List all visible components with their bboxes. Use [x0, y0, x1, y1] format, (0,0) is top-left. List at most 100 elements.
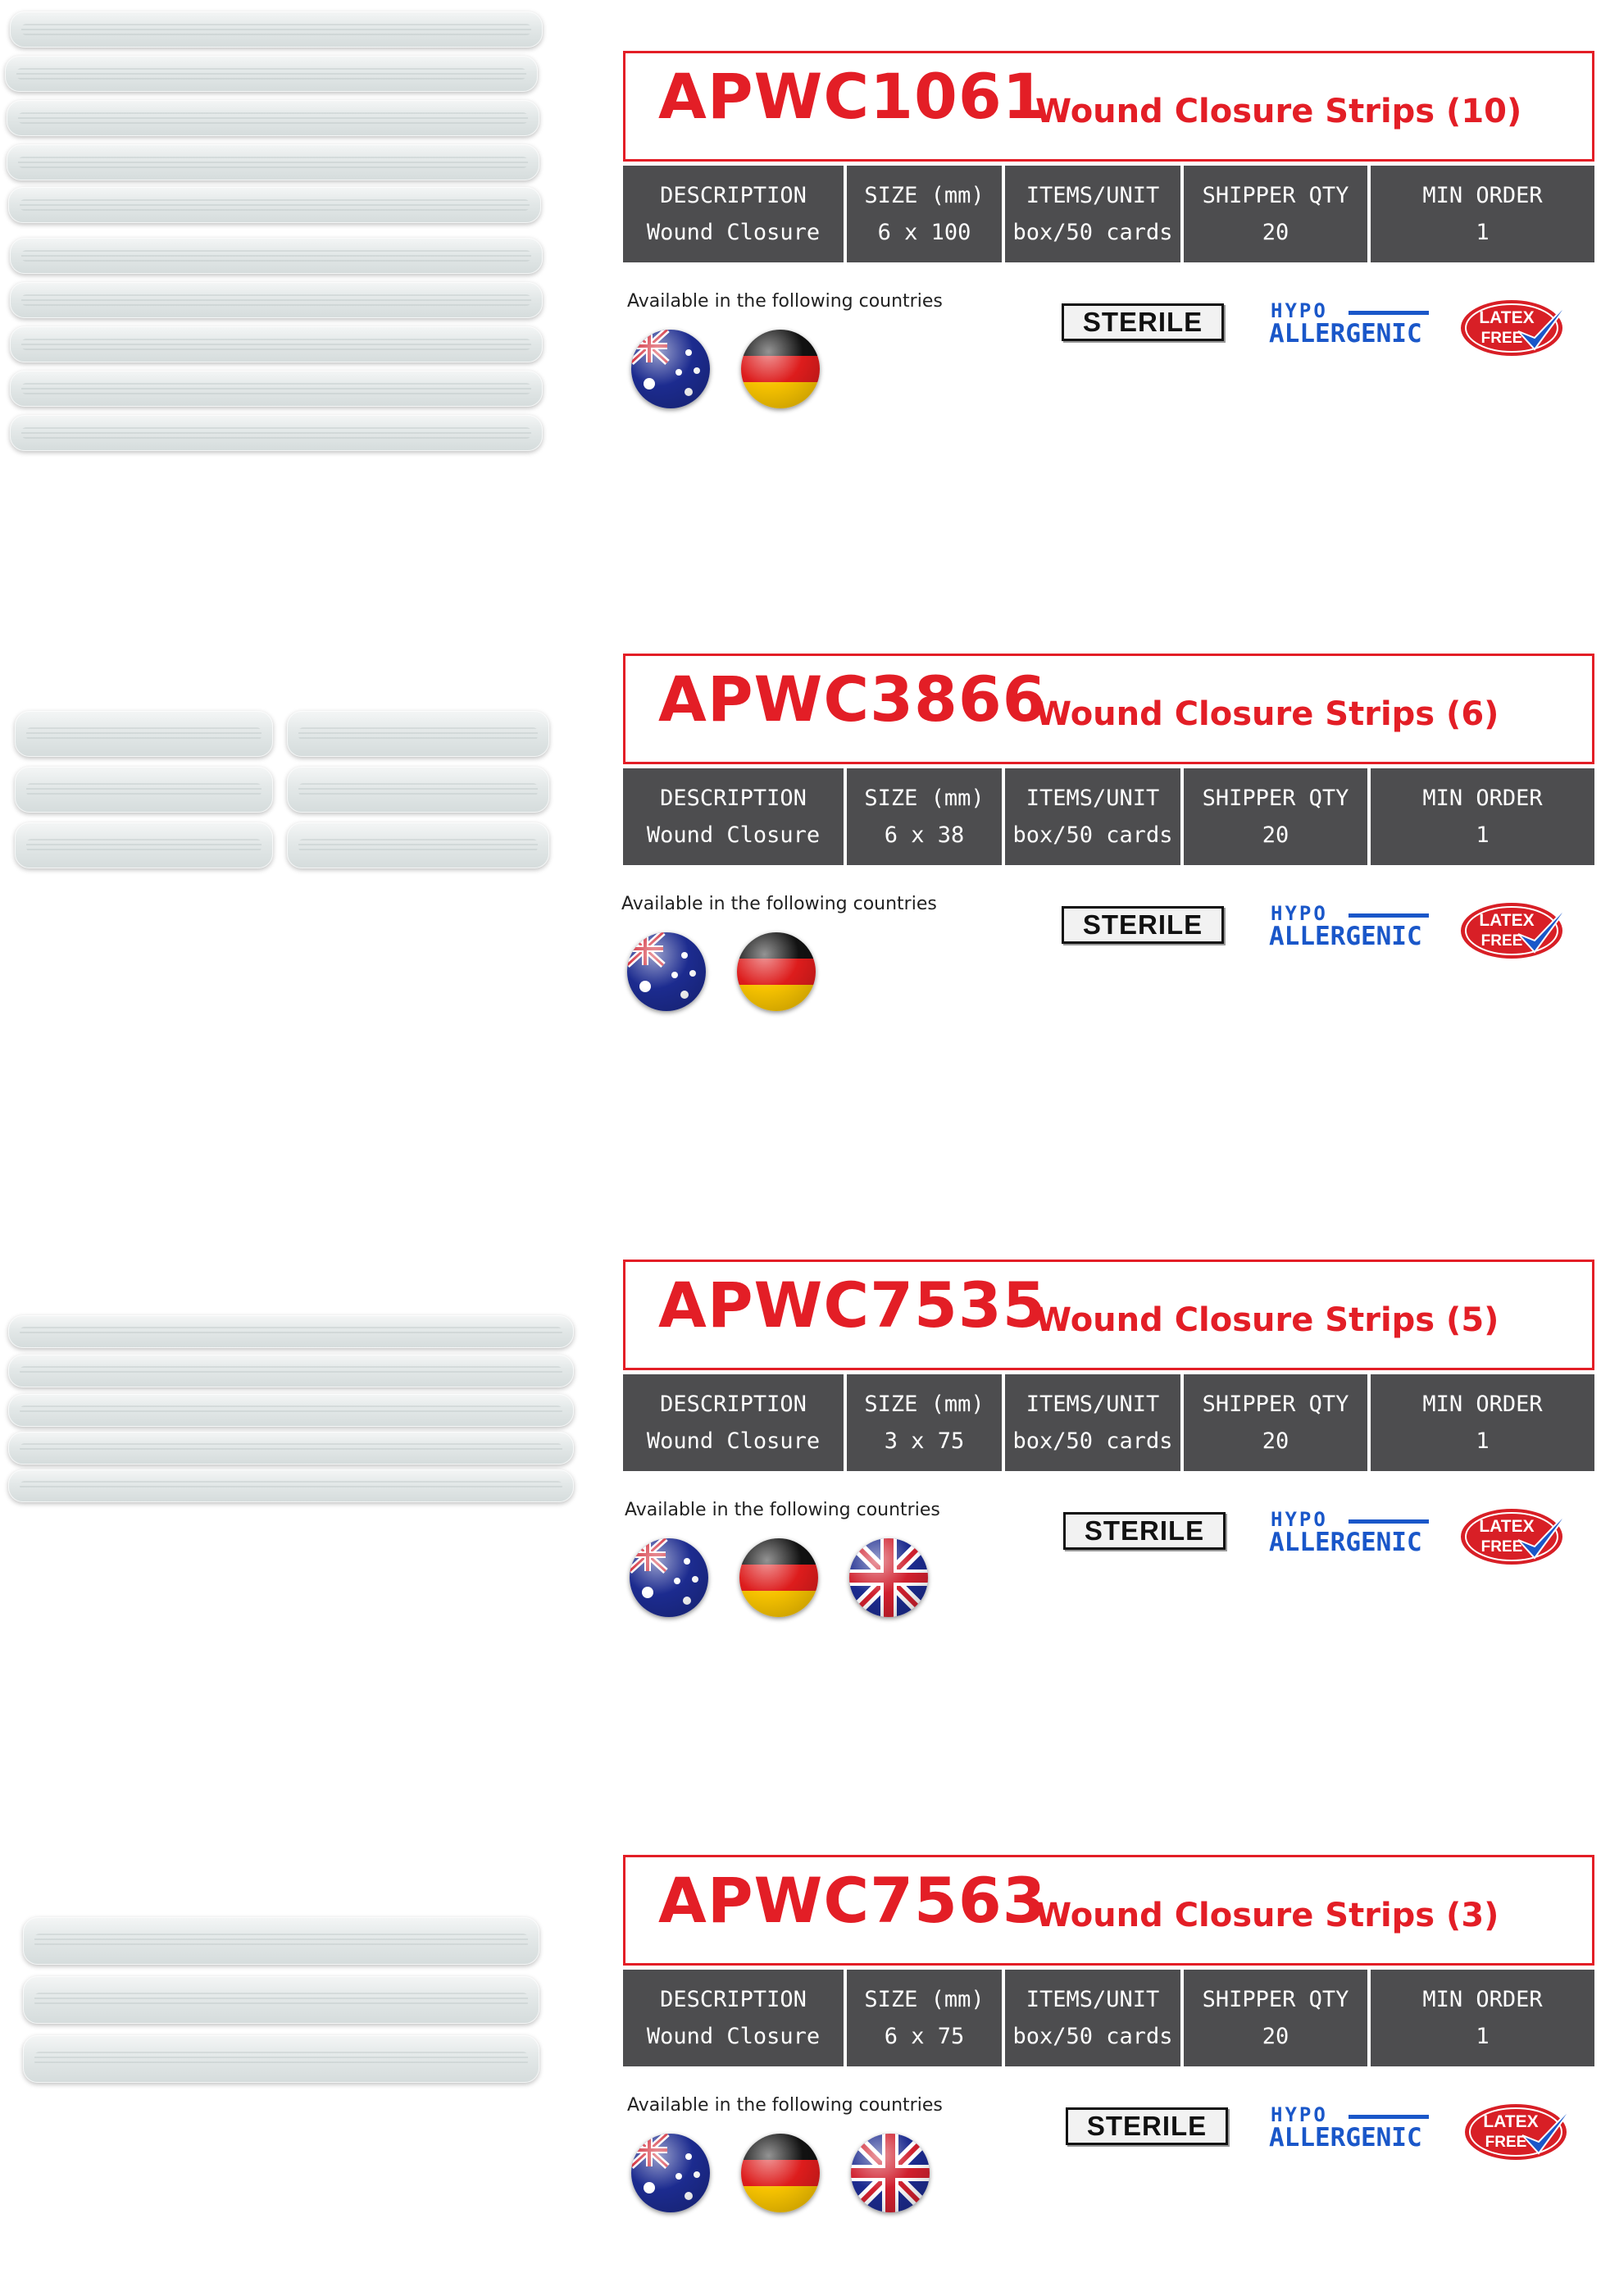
germany-flag-icon	[741, 2134, 820, 2212]
germany-flag-icon	[739, 1538, 818, 1617]
spec-value: 6 x 100	[877, 220, 971, 245]
product-code: APWC3866	[658, 663, 1047, 736]
product-name: Wound Closure Strips (10)	[1035, 93, 1522, 130]
spec-table: DESCRIPTION Wound Closure SIZE (mm) 6 x 10…	[623, 166, 1594, 262]
hypoallergenic-badge: HYPO ALLERGENIC	[1267, 902, 1430, 951]
availability-label: Available in the following countries	[627, 291, 943, 312]
hypoallergenic-badge: HYPO ALLERGENIC	[1267, 2103, 1430, 2152]
spec-value: box/50 cards	[1012, 822, 1173, 848]
product-code: APWC7535	[658, 1269, 1047, 1342]
latex-top-text: LATEX	[1479, 1517, 1534, 1536]
spec-value: 1	[1476, 220, 1490, 245]
spec-column-description: DESCRIPTION Wound Closure	[623, 1970, 847, 2066]
spec-column-description: DESCRIPTION Wound Closure	[623, 166, 847, 262]
spec-value: box/50 cards	[1012, 1428, 1173, 1454]
hypo-top-text: HYPO	[1271, 902, 1328, 925]
product-block: APWC3866 Wound Closure Strips (6) DESCRI…	[0, 603, 1601, 1095]
spec-value: box/50 cards	[1012, 220, 1173, 245]
country-flags	[627, 932, 816, 1011]
product-code: APWC7563	[658, 1864, 1047, 1937]
latex-top-text: LATEX	[1479, 911, 1534, 930]
product-image-strips	[0, 1209, 590, 1701]
spec-value: 1	[1476, 2024, 1490, 2049]
spec-header: ITEMS/UNIT	[1026, 1392, 1160, 1417]
spec-value: 20	[1262, 1428, 1289, 1454]
uk-flag-icon	[851, 2134, 930, 2212]
spec-header: SHIPPER QTY	[1202, 786, 1349, 811]
spec-header: DESCRIPTION	[660, 1392, 807, 1417]
spec-column-size: SIZE (mm) 6 x 38	[847, 768, 1005, 865]
spec-header: SIZE (mm)	[864, 183, 985, 208]
spec-column-size: SIZE (mm) 6 x 100	[847, 166, 1005, 262]
spec-value: 1	[1476, 1428, 1490, 1454]
latex-free-badge: LATEX FREE	[1459, 1504, 1574, 1569]
germany-flag-icon	[737, 932, 816, 1011]
product-block: APWC7535 Wound Closure Strips (5) DESCRI…	[0, 1209, 1601, 1701]
spec-header: MIN ORDER	[1422, 1987, 1543, 2012]
latex-bottom-text: FREE	[1485, 2134, 1527, 2151]
spec-value: Wound Closure	[646, 220, 821, 245]
hypo-top-text: HYPO	[1271, 2103, 1328, 2126]
product-image-strips	[0, 0, 590, 492]
hypo-bottom-text: ALLERGENIC	[1269, 1528, 1422, 1557]
product-title-box: APWC1061 Wound Closure Strips (10)	[623, 51, 1594, 162]
spec-header: DESCRIPTION	[660, 1987, 807, 2012]
australia-flag-icon	[630, 1538, 708, 1617]
spec-value: 6 x 38	[884, 822, 965, 848]
spec-header: ITEMS/UNIT	[1026, 183, 1160, 208]
spec-header: SIZE (mm)	[864, 1987, 985, 2012]
availability-label: Available in the following countries	[625, 1500, 940, 1520]
spec-column-shipper: SHIPPER QTY 20	[1184, 1374, 1371, 1471]
spec-column-min-order: MIN ORDER 1	[1371, 1970, 1594, 2066]
spec-header: DESCRIPTION	[660, 183, 807, 208]
hypo-bottom-text: ALLERGENIC	[1269, 319, 1422, 348]
product-name: Wound Closure Strips (3)	[1035, 1897, 1499, 1934]
sterile-badge: STERILE	[1062, 906, 1224, 944]
product-block: APWC1061 Wound Closure Strips (10) DESCR…	[0, 0, 1601, 492]
spec-header: DESCRIPTION	[660, 786, 807, 811]
latex-free-icon: LATEX FREE	[1465, 2103, 1576, 2160]
latex-free-icon: LATEX FREE	[1461, 902, 1571, 959]
product-title-box: APWC7535 Wound Closure Strips (5)	[623, 1260, 1594, 1370]
product-title-box: APWC7563 Wound Closure Strips (3)	[623, 1855, 1594, 1966]
spec-column-items: ITEMS/UNIT box/50 cards	[1005, 1374, 1184, 1471]
country-flags	[631, 330, 820, 408]
spec-header: SIZE (mm)	[864, 786, 985, 811]
hypoallergenic-badge: HYPO ALLERGENIC	[1267, 299, 1430, 348]
spec-value: 1	[1476, 822, 1490, 848]
product-image-strips	[0, 603, 590, 1095]
product-name: Wound Closure Strips (6)	[1035, 695, 1499, 733]
availability-label: Available in the following countries	[621, 894, 937, 914]
uk-flag-icon	[849, 1538, 928, 1617]
country-flags	[631, 2134, 930, 2212]
product-block: APWC7563 Wound Closure Strips (3) DESCRI…	[0, 1804, 1601, 2296]
latex-bottom-text: FREE	[1481, 932, 1523, 950]
sterile-badge: STERILE	[1062, 303, 1224, 341]
latex-free-badge: LATEX FREE	[1459, 898, 1574, 963]
spec-column-items: ITEMS/UNIT box/50 cards	[1005, 166, 1184, 262]
spec-value: 3 x 75	[884, 1428, 965, 1454]
spec-value: Wound Closure	[646, 2024, 821, 2049]
spec-value: Wound Closure	[646, 822, 821, 848]
spec-header: ITEMS/UNIT	[1026, 1987, 1160, 2012]
spec-value: 20	[1262, 220, 1289, 245]
spec-table: DESCRIPTION Wound Closure SIZE (mm)6 x 75…	[623, 1970, 1594, 2066]
latex-free-icon: LATEX FREE	[1461, 299, 1571, 356]
latex-bottom-text: FREE	[1481, 1538, 1523, 1556]
country-flags	[630, 1538, 928, 1617]
latex-bottom-text: FREE	[1481, 330, 1523, 347]
product-code: APWC1061	[658, 60, 1047, 133]
australia-flag-icon	[627, 932, 706, 1011]
spec-header: SHIPPER QTY	[1202, 1392, 1349, 1417]
spec-column-size: SIZE (mm)6 x 75	[847, 1970, 1005, 2066]
spec-header: SHIPPER QTY	[1202, 183, 1349, 208]
hypo-top-text: HYPO	[1271, 1508, 1328, 1531]
latex-free-badge: LATEX FREE	[1463, 2099, 1578, 2165]
